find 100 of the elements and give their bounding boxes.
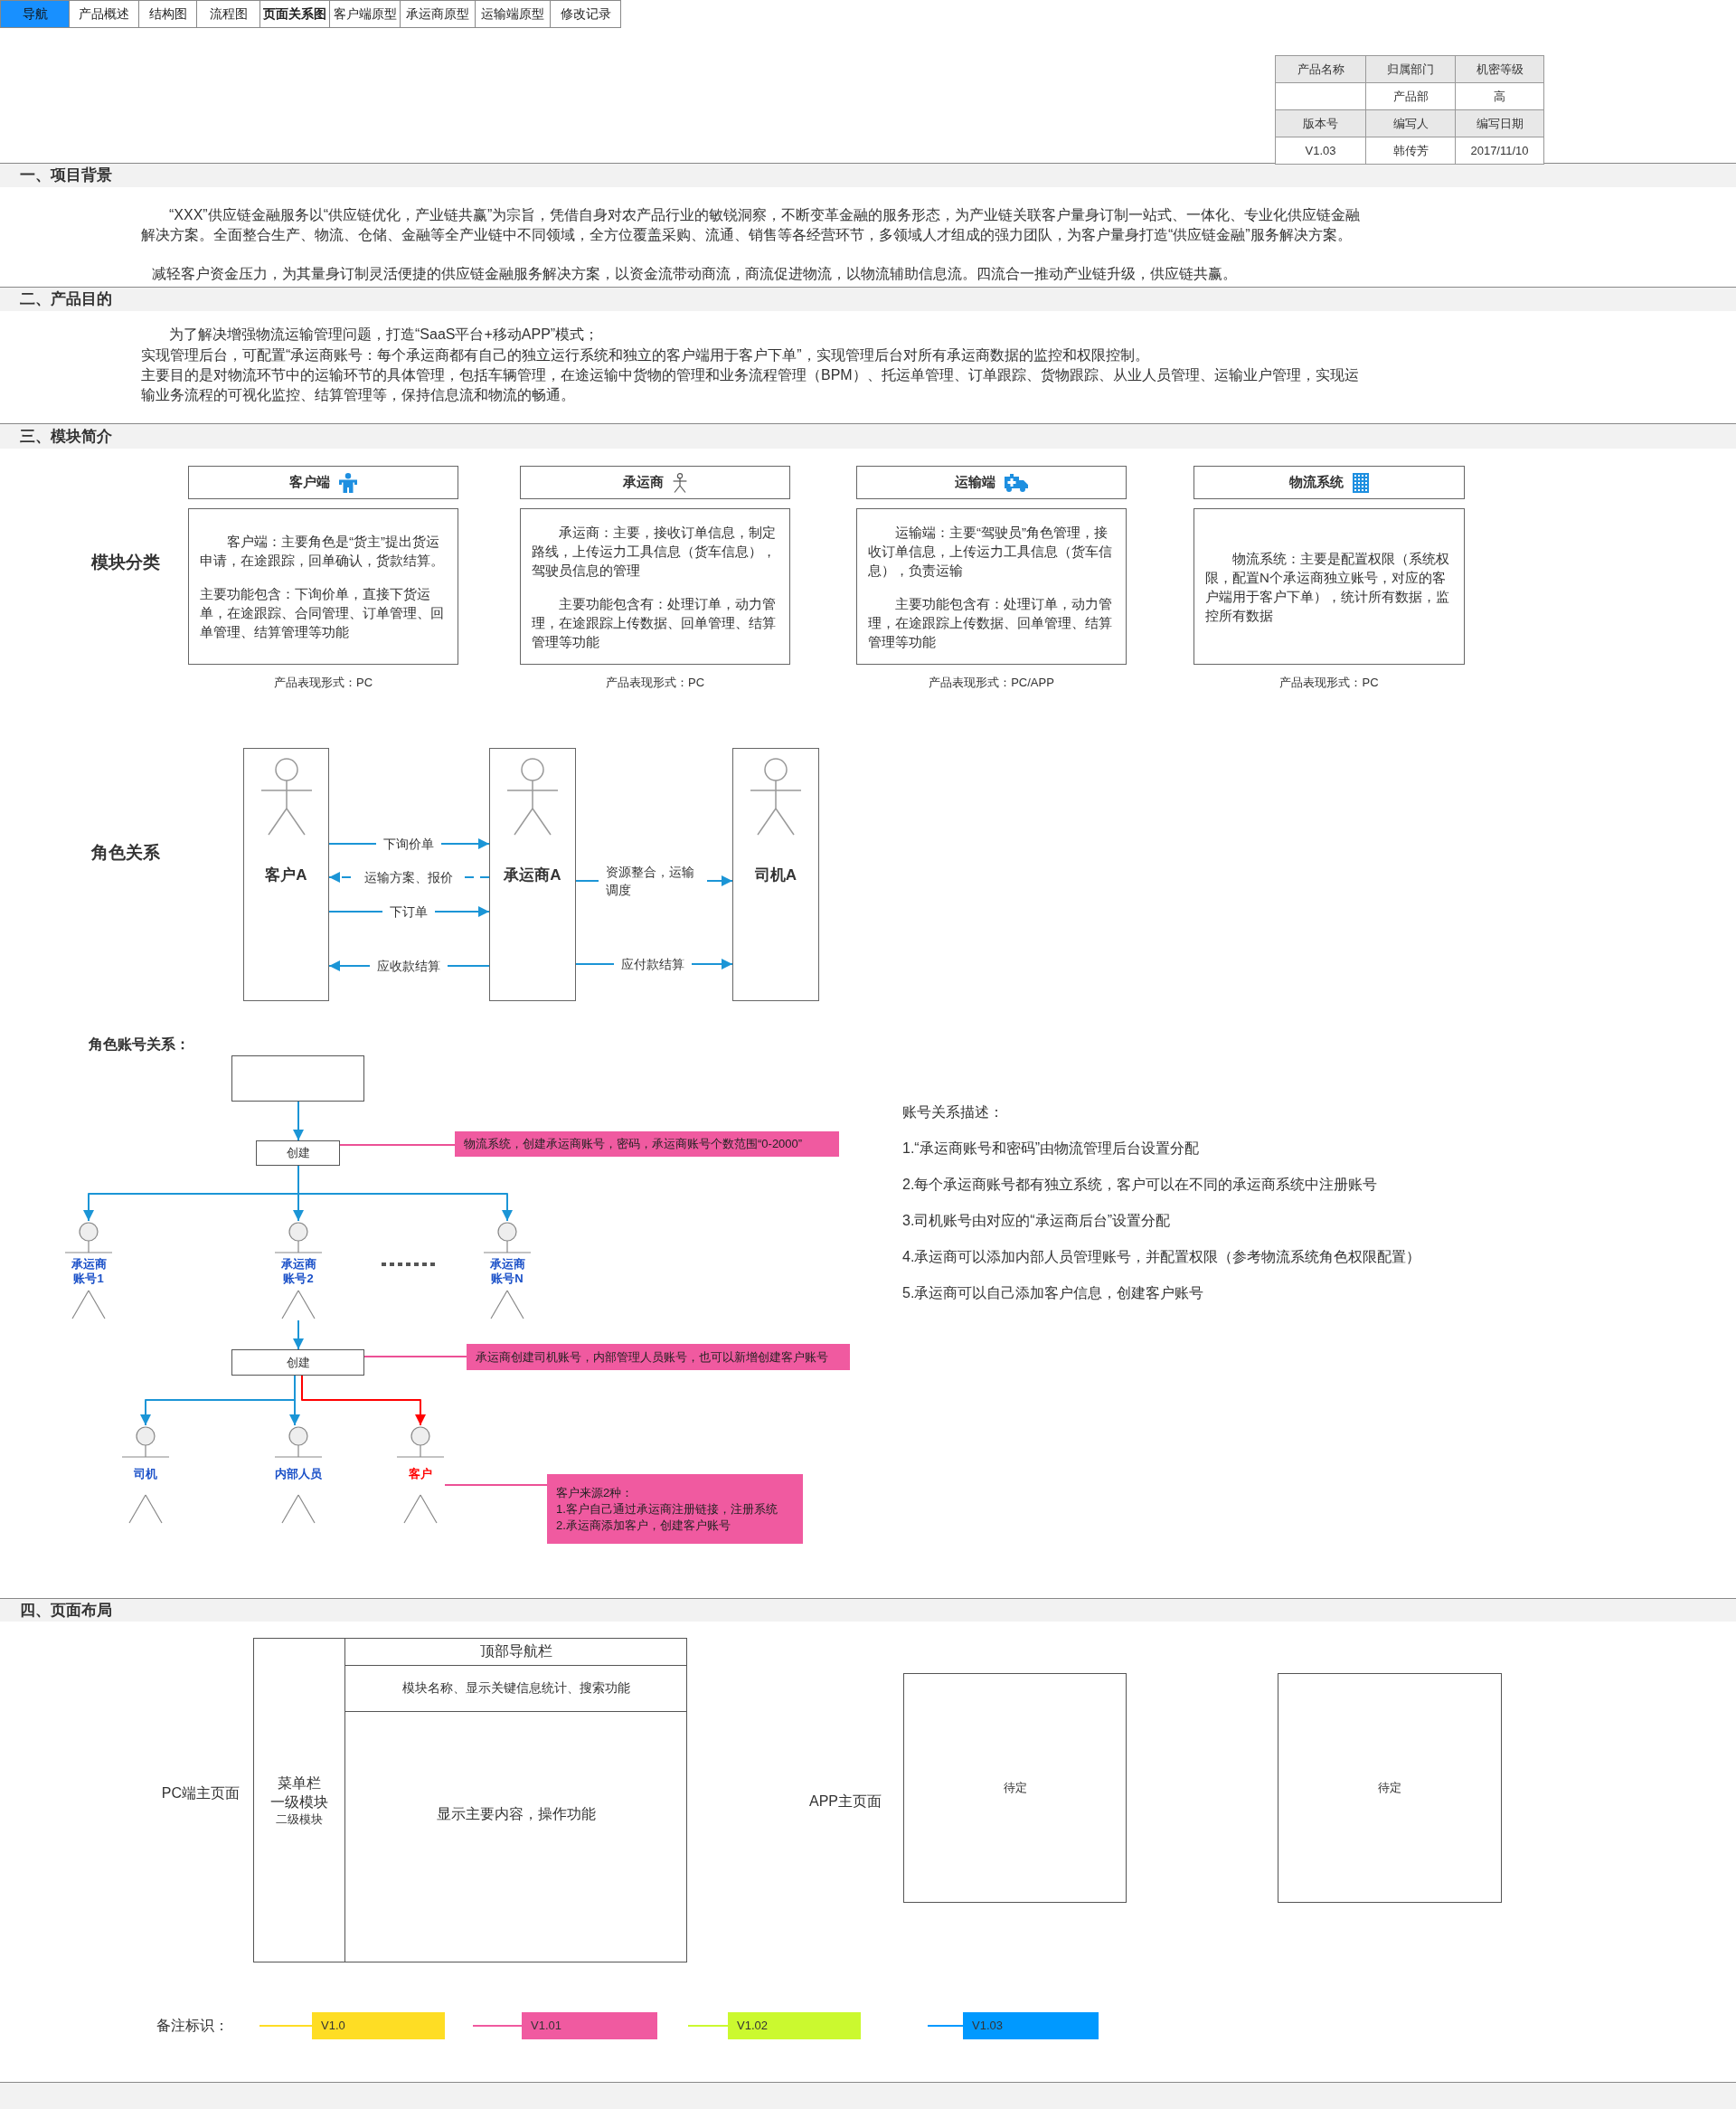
caption-text: 产品表现形式：PC [273, 675, 373, 691]
menu-text: 二级模块 [276, 1811, 323, 1828]
module-card [1194, 508, 1465, 665]
layout-region: 显示主要内容，操作功能 [345, 1712, 686, 1962]
role-name: 承运商A [504, 865, 561, 885]
role-box [732, 748, 819, 1001]
section-heading: 四、页面布局 [0, 1598, 1736, 1622]
actor-name: 承运商账号1 [71, 1257, 107, 1286]
actor-name: 内部人员 [275, 1467, 322, 1481]
nav-tab: 结构图 [138, 0, 197, 28]
paragraph: 减轻客户资金压力，为其量身订制灵活便捷的供应链金融服务解决方案，以资金流带动商流，商流促进物流，以物流辅助信息流。四流合一推动产业链升级，供应链共赢。 [151, 265, 1238, 283]
table-header: 编写日期 [1455, 109, 1544, 137]
module-header [520, 466, 790, 499]
paragraph: 为了解决增强物流运输管理问题，打造“SaaS平台+移动APP”模式； [168, 326, 600, 344]
module-title: 承运商 [623, 474, 664, 491]
nav-tab: 流程图 [196, 0, 260, 28]
leader-line [363, 1356, 467, 1357]
footer-bar [0, 2082, 1736, 2109]
module-header [188, 466, 458, 499]
role-box [243, 748, 329, 1001]
description-text: 1.“承运商账号和密码”由物流管理后台设置分配 [902, 1140, 1199, 1158]
table-value: V1.03 [1275, 137, 1366, 165]
note-text: 1.客户自己通过承运商注册链接，注册系统 [556, 1500, 778, 1518]
section-heading: 二、产品目的 [0, 287, 1736, 311]
nav-tab: 运输端原型 [475, 0, 551, 28]
process-box: 创建 [231, 1349, 364, 1376]
module-description: 主要功能包含有：处理订单，动力管理，在途跟踪上传数据、回单管理、结算管理等功能 [532, 594, 777, 651]
module-description: 承运商：主要，接收订单信息，制定路线，上传运力工具信息（货车信息），驾驶员信息的管理 [532, 523, 777, 580]
arrow [293, 1101, 304, 1141]
module-title: 物流系统 [1289, 474, 1344, 491]
caption-text: 产品表现形式：PC [605, 675, 705, 691]
section-heading: 三、模块简介 [0, 423, 1736, 449]
arrow [289, 1375, 300, 1426]
legend-swatch: V1.0 [312, 2012, 445, 2039]
layout-region: 模块名称、显示关键信息统计、搜索功能 [345, 1666, 686, 1712]
module-description: 物流系统：主要是配置权限（系统权限，配置N个承运商独立账号，对应的客户端用于客户下单），统计所有数据，监控所有数据 [1205, 549, 1450, 625]
caption-text: 产品表现形式：PC [1279, 675, 1379, 691]
table-header: 归属部门 [1365, 55, 1456, 83]
actor-name: 司机 [134, 1467, 157, 1481]
nav-tab: 承运商原型 [400, 0, 476, 28]
description-text: 账号关系描述： [902, 1103, 1004, 1121]
page-mockup: 待定 [1278, 1673, 1502, 1903]
role-box [489, 748, 576, 1001]
sticky-note: 承运商创建司机账号，内部管理人员账号，也可以新增创建客户账号 [467, 1344, 850, 1370]
legend-swatch: V1.01 [522, 2012, 657, 2039]
table-header: 版本号 [1275, 109, 1366, 137]
arrow [301, 1375, 426, 1426]
arrow [293, 1319, 304, 1350]
edge-label: 运输方案、报价 [357, 868, 460, 886]
section-label: 模块分类 [91, 552, 160, 573]
actor-name: 承运商账号N [489, 1257, 525, 1286]
edge-label: 下订单 [382, 903, 435, 921]
paragraph: 主要目的是对物流环节中的运输环节的具体管理，包括车辆管理，在途运输中货物的管理和业务流程管理（BPM）、托运单管理、订单跟踪、货物跟踪、从业人员管理、运输业户管理，实现运输业务流程的可视化监控、结算管理等，保持信息流和物流的畅通。 [141, 366, 1360, 404]
paragraph: “XXX”供应链金融服务以“供应链优化，产业链共赢”为宗旨，凭借自身对农产品行业的敏锐洞察，不断变革金融的服务形态，为产业链关联客户量身订制一站式、一体化、专业化供应链金融解决方案。全面整合生产、物流、仓储、金融等全产业链中不同领域，全方位覆盖采购、流通、销售等各经营环节，多领域人才组成的强力团队，为客户量身打造“供应链金融”服务解决方案。 [141, 206, 1362, 244]
menu-text: 一级模块 [270, 1792, 328, 1811]
note-text: 2.承运商添加客户，创建客户账号 [556, 1517, 731, 1534]
leader-line [444, 1484, 548, 1486]
table-value: 2017/11/10 [1455, 137, 1544, 165]
module-card [188, 508, 458, 665]
nav-tab: 页面关系图 [259, 0, 330, 28]
paragraph: 实现管理后台，可配置“承运商账号：每个承运商都有自己的独立运行系统和独立的客户端用于客户下单”，实现管理后台对所有承运商数据的监控和权限控制。 [141, 346, 1150, 364]
process-box: 创建 [256, 1140, 340, 1166]
module-header [1194, 466, 1465, 499]
module-description: 主要功能包含有：处理订单，动力管理，在途跟踪上传数据、回单管理、结算管理等功能 [868, 594, 1113, 651]
description-text: 2.每个承运商账号都有独立系统，客户可以在不同的承运商系统中注册账号 [902, 1176, 1378, 1194]
module-description: 运输端：主要“驾驶员”角色管理，接收订单信息，上传运力工具信息（货车信息），负责运输 [868, 523, 1113, 580]
module-title: 客户端 [289, 474, 330, 491]
legend-swatch: V1.03 [963, 2012, 1099, 2039]
note-text: 客户来源2种： [556, 1484, 634, 1501]
edge-label: 应收款结算 [370, 957, 448, 975]
module-header [856, 466, 1127, 499]
actor-name: 客户 [409, 1467, 432, 1481]
table-header: 编写人 [1365, 109, 1456, 137]
layout-region: 顶部导航栏 [345, 1639, 686, 1666]
module-description: 主要功能包含：下询价单，直接下货运单，在途跟踪、合同管理、订单管理、回单管理、结算管理等功能 [200, 585, 445, 641]
module-title: 运输端 [955, 474, 995, 491]
layout-frame [253, 1638, 687, 1962]
description-text: 5.承运商可以自己添加客户信息，创建客户账号 [902, 1284, 1204, 1302]
caption-text: PC端主页面 [161, 1784, 240, 1802]
edge-label: 下询价单 [376, 835, 441, 853]
legend-swatch: V1.02 [728, 2012, 861, 2039]
description-text: 3.司机账号由对应的“承运商后台”设置分配 [902, 1212, 1170, 1230]
nav-tab: 修改记录 [550, 0, 621, 28]
role-name: 客户A [265, 865, 307, 885]
table-header: 产品名称 [1275, 55, 1366, 83]
edge-label: 资源整合，运输调度 [599, 863, 707, 899]
module-card [520, 508, 790, 665]
leader-line [339, 1144, 456, 1146]
caption-text: 产品表现形式：PC/APP [929, 675, 1054, 691]
section-label: 角色关系 [91, 842, 160, 864]
page-mockup: 待定 [903, 1673, 1127, 1903]
role-name: 司机A [754, 865, 797, 885]
nav-tab: 导航 [0, 0, 70, 28]
edge-label: 应付款结算 [614, 955, 692, 973]
section-label: 角色账号关系： [89, 1036, 190, 1054]
actor-name: 承运商账号2 [280, 1257, 316, 1286]
description-text: 备注标识： [156, 2017, 229, 2035]
section-heading: 一、项目背景 [0, 163, 1736, 187]
menu-text: 菜单栏 [278, 1773, 321, 1792]
arrow [297, 1165, 513, 1222]
